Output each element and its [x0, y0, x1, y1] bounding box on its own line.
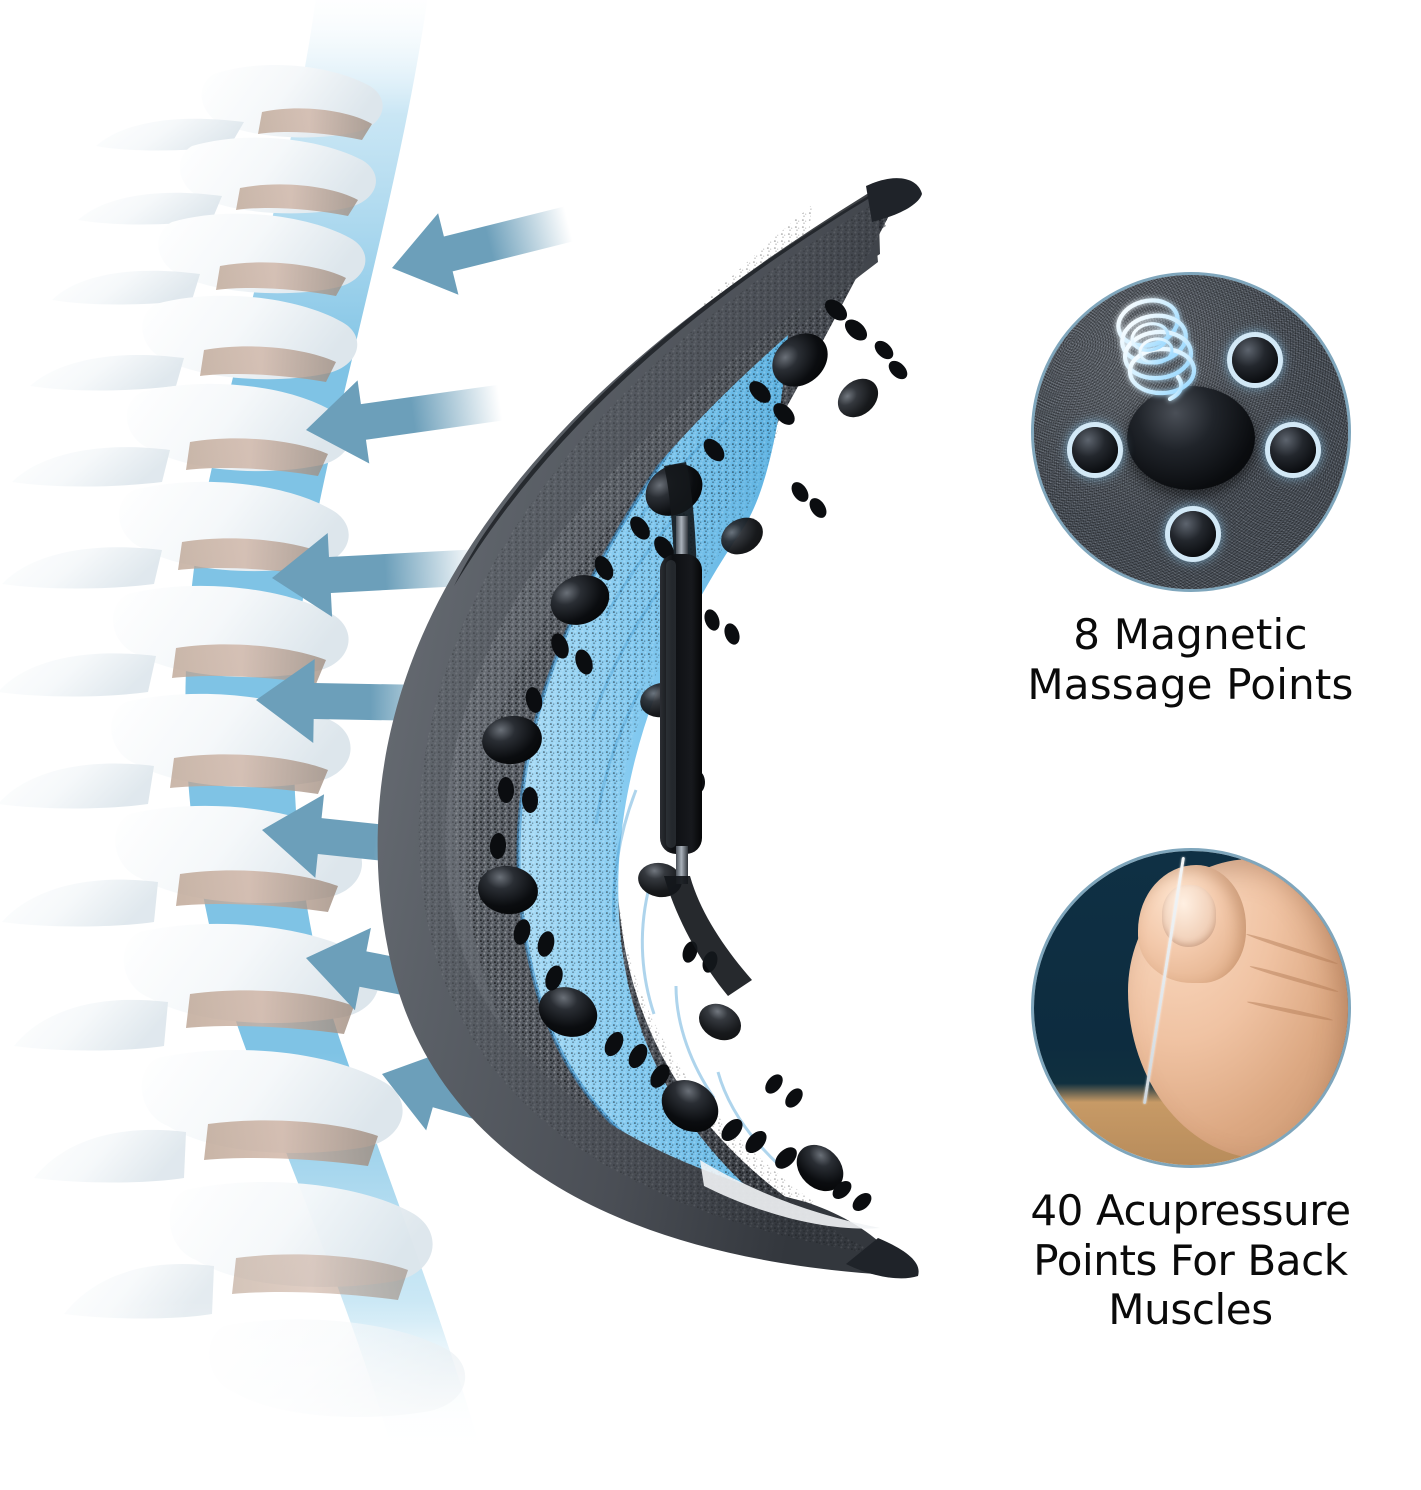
- spine-device-graphic: [0, 0, 922, 1490]
- spine-device-panel: [0, 0, 922, 1490]
- support-strut: [660, 462, 752, 996]
- feature-acupressure: 40 Acupressure Points For Back Muscles: [960, 848, 1421, 1335]
- center-magnet-dome: [1126, 386, 1255, 491]
- acupressure-bumps: [489, 299, 908, 1212]
- acupressure-caption: 40 Acupressure Points For Back Muscles: [1030, 1186, 1351, 1335]
- magnetic-massage-caption: 8 Magnetic Massage Points: [1027, 610, 1354, 709]
- magnet-node-right: [1269, 427, 1316, 473]
- pressure-arrow: [256, 659, 465, 744]
- vertebra-group-upper: [30, 64, 383, 391]
- magnetic-massage-image-wrap: [1030, 272, 1351, 592]
- feature-callouts-panel: 8 Magnetic Massage Points 40 Acupressure…: [960, 0, 1421, 1490]
- pressure-arrow: [306, 380, 503, 464]
- back-stretcher-device: [377, 178, 922, 1279]
- feature-magnetic-massage: 8 Magnetic Massage Points: [960, 272, 1421, 709]
- vertebra-group-mid: [0, 383, 351, 809]
- magnetic-massage-point-closeup: [1030, 272, 1351, 592]
- magnet-node-left: [1071, 427, 1118, 473]
- magnet-node-bottom: [1169, 511, 1216, 557]
- magnet-node-top: [1231, 337, 1278, 383]
- pressure-arrow: [272, 533, 479, 617]
- pressure-arrow: [392, 206, 573, 295]
- acupressure-image-wrap: [1030, 848, 1351, 1168]
- acupuncture-needle-closeup: [1030, 848, 1351, 1168]
